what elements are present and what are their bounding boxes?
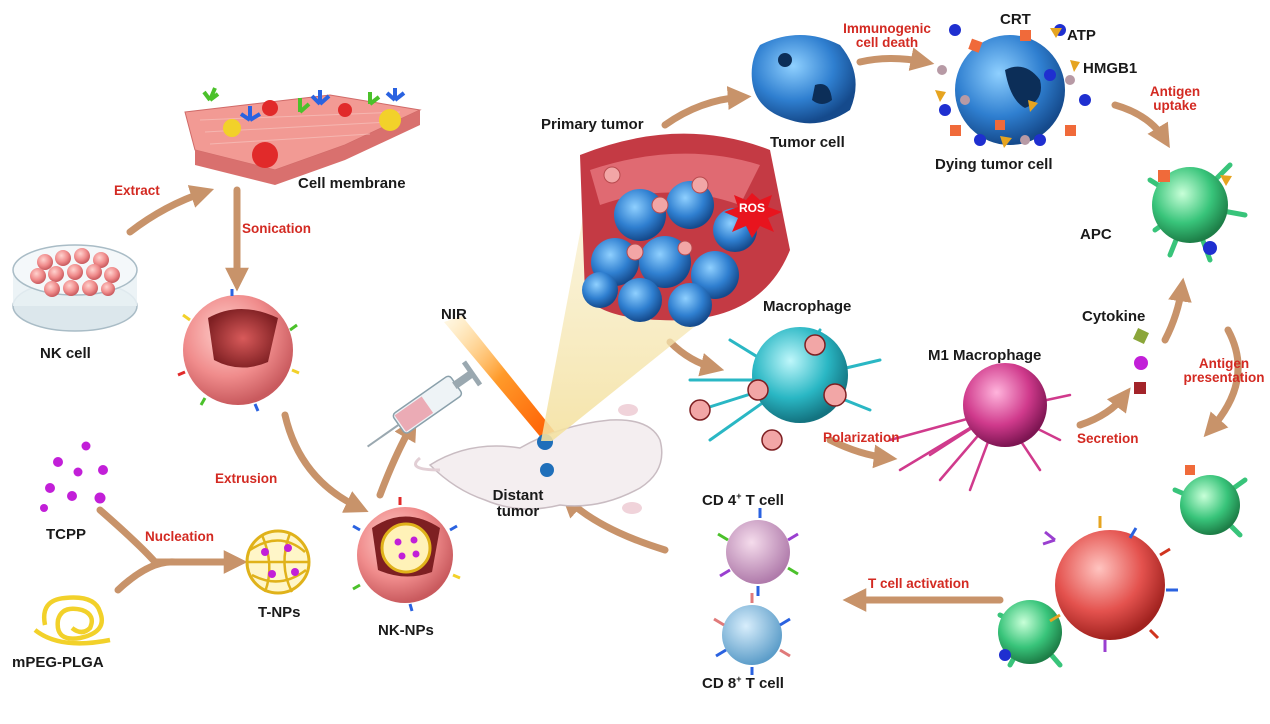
cd8-t-cell-label: CD 8+ T cell — [702, 674, 784, 692]
arrow-polarization — [826, 436, 898, 469]
dying-tumor-cell — [935, 24, 1091, 148]
ros-burst — [724, 193, 782, 238]
arrow-antigen-presentation — [1203, 326, 1242, 438]
nir-beam — [444, 316, 555, 440]
polarization-label: Polarization — [823, 430, 900, 445]
macrophage-label: Macrophage — [763, 298, 852, 315]
arrow-cytokine — [1161, 277, 1192, 344]
arrow-nucleation-branch — [114, 558, 179, 594]
t-nps-particle — [245, 529, 311, 595]
antigen-presentation-label: Antigen presentation — [1183, 356, 1265, 386]
t-nps-label: T-NPs — [258, 604, 301, 621]
sonication-label: Sonication — [242, 221, 312, 236]
t-cell-activation-label: T cell activation — [868, 576, 970, 591]
immunogenic-cell-death-label: Immunogenic cell death — [843, 21, 931, 51]
nk-nps-particle — [352, 497, 461, 612]
mouse — [414, 404, 663, 514]
cell-membrane-label: Cell membrane — [298, 175, 406, 192]
tumor-cell-label: Tumor cell — [770, 134, 845, 151]
macrophage-cell — [688, 327, 882, 451]
tumor-cell — [751, 35, 856, 124]
nk-nps-label: NK-NPs — [378, 622, 434, 639]
ros-label: ROS — [739, 201, 766, 215]
tcpp-label: TCPP — [46, 526, 87, 543]
cd4-t-cell — [717, 508, 799, 596]
primary-tumor-vessel — [580, 133, 790, 327]
arrow-secretion — [1076, 387, 1131, 429]
extrusion-label: Extrusion — [215, 471, 278, 486]
antigen-uptake-label: Antigen uptake — [1149, 84, 1201, 114]
arrow-primary-tumor — [661, 86, 752, 129]
syringe — [367, 360, 483, 448]
dying-tumor-cell-label: Dying tumor cell — [935, 156, 1053, 173]
secretion-label: Secretion — [1077, 431, 1139, 446]
nucleation-label: Nucleation — [145, 529, 215, 544]
cytokines — [1133, 328, 1149, 394]
arrow-macrophage — [666, 338, 725, 377]
nk-cell-dish — [12, 244, 138, 332]
arrow-extrusion — [281, 411, 369, 513]
arrow-immunogenic — [856, 47, 935, 71]
extract-label: Extract — [114, 183, 160, 198]
cytokine-label: Cytokine — [1082, 308, 1146, 325]
nk-cell-label: NK cell — [40, 345, 91, 362]
cd8-t-cell — [713, 593, 791, 675]
cd4-t-cell-label: CD 4+ T cell — [702, 491, 784, 509]
arrow-to-distant-tumor — [561, 493, 669, 554]
apc-cell — [1147, 162, 1248, 263]
flow-arrows — [96, 47, 1242, 612]
hmgb1-label: HMGB1 — [1083, 60, 1138, 77]
atp-label: ATP — [1067, 27, 1096, 44]
mpeg-plga-polymer — [33, 595, 111, 646]
cell-membrane-sheet — [184, 87, 422, 185]
m1-macrophage-cell — [888, 363, 1072, 492]
antigen-presentation-cluster — [997, 465, 1248, 668]
primary-tumor-label: Primary tumor — [541, 116, 644, 133]
mpeg-plga-label: mPEG-PLGA — [12, 654, 104, 671]
apc-label: APC — [1080, 226, 1112, 243]
tcpp-molecules — [40, 441, 108, 512]
arrow-antigen-uptake — [1111, 101, 1170, 149]
nir-label: NIR — [441, 306, 467, 323]
m1-macrophage-label: M1 Macrophage — [928, 347, 1042, 364]
crt-label: CRT — [1000, 11, 1031, 28]
distant-tumor-label: Distant tumor — [492, 487, 544, 520]
arrow-extract — [126, 185, 215, 236]
membrane-vesicle — [177, 289, 300, 412]
